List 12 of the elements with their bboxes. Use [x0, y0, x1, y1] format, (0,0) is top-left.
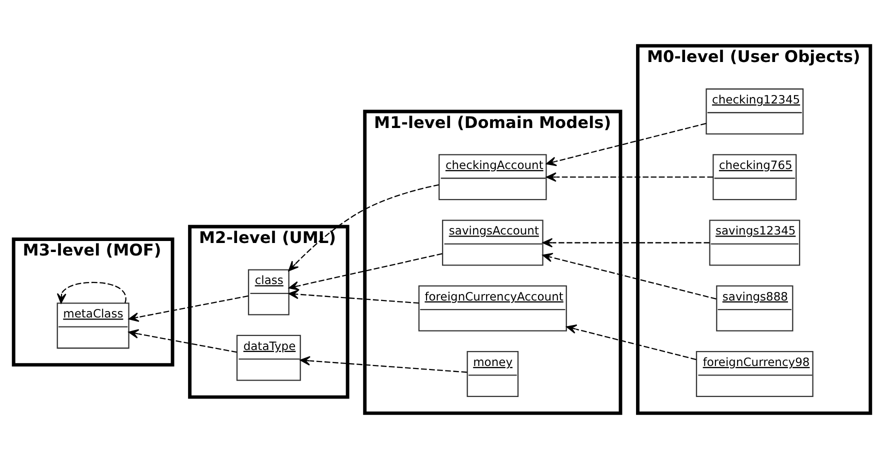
arrow	[128, 295, 248, 322]
arrow	[288, 253, 442, 291]
arrow	[546, 122, 706, 166]
arrow	[542, 238, 710, 248]
arrow	[288, 290, 419, 304]
arrow	[56, 282, 126, 304]
arrow	[546, 172, 713, 182]
arrow	[566, 324, 696, 360]
arrow	[288, 184, 440, 272]
arrow	[542, 252, 716, 300]
arrow	[300, 356, 467, 373]
arrow	[128, 329, 238, 353]
